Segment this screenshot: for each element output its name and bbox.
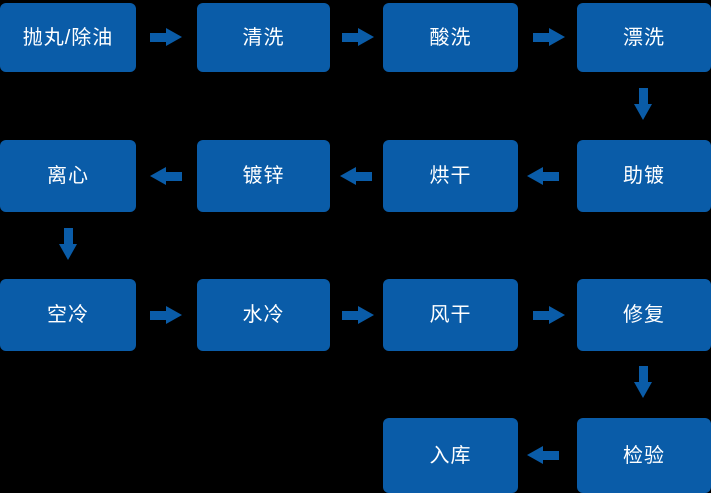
process-node-n12[interactable]: 修复 xyxy=(577,279,711,351)
arrow-head xyxy=(59,244,77,260)
process-node-n6[interactable]: 烘干 xyxy=(383,140,518,212)
arrow-head xyxy=(549,28,565,46)
arrow-head xyxy=(166,306,182,324)
arrow-head xyxy=(150,167,166,185)
arrow-head xyxy=(549,306,565,324)
arrow-shaft xyxy=(64,228,73,246)
arrow-head xyxy=(358,28,374,46)
arrow-head xyxy=(634,104,652,120)
process-node-n8[interactable]: 离心 xyxy=(0,140,136,212)
process-node-label: 离心 xyxy=(47,165,89,187)
process-node-label: 风干 xyxy=(429,304,472,326)
arrow-shaft xyxy=(533,311,551,320)
arrow-head xyxy=(634,382,652,398)
arrow-head xyxy=(527,167,543,185)
arrow-shaft xyxy=(639,366,648,384)
process-node-label: 烘干 xyxy=(429,165,472,187)
arrow-down-icon xyxy=(634,366,653,398)
process-node-n4[interactable]: 漂洗 xyxy=(577,3,711,72)
arrow-right-icon xyxy=(533,306,565,325)
arrow-shaft xyxy=(342,33,360,42)
arrow-right-icon xyxy=(150,306,182,325)
process-node-label: 空冷 xyxy=(47,304,89,326)
arrow-right-icon xyxy=(533,28,565,47)
arrow-shaft xyxy=(150,311,168,320)
process-node-n1[interactable]: 抛丸/除油 xyxy=(0,3,136,72)
process-node-n3[interactable]: 酸洗 xyxy=(383,3,518,72)
arrow-shaft xyxy=(541,172,559,181)
arrow-left-icon xyxy=(150,167,182,186)
process-node-n10[interactable]: 水冷 xyxy=(197,279,330,351)
process-node-label: 水冷 xyxy=(242,304,285,326)
arrow-right-icon xyxy=(342,28,374,47)
process-node-n7[interactable]: 镀锌 xyxy=(197,140,330,212)
process-node-n14[interactable]: 入库 xyxy=(383,418,518,493)
arrow-right-icon xyxy=(342,306,374,325)
process-node-label: 入库 xyxy=(429,444,472,467)
arrow-head xyxy=(340,167,356,185)
arrow-shaft xyxy=(541,451,559,460)
arrow-left-icon xyxy=(527,446,559,465)
arrow-shaft xyxy=(639,88,648,106)
process-node-label: 检验 xyxy=(623,444,665,467)
process-node-label: 漂洗 xyxy=(623,26,665,49)
process-node-n2[interactable]: 清洗 xyxy=(197,3,330,72)
arrow-down-icon xyxy=(634,88,653,120)
arrow-down-icon xyxy=(59,228,78,260)
process-node-label: 镀锌 xyxy=(242,165,285,187)
arrow-right-icon xyxy=(150,28,182,47)
arrow-shaft xyxy=(354,172,372,181)
arrow-shaft xyxy=(150,33,168,42)
arrow-shaft xyxy=(164,172,182,181)
process-node-label: 酸洗 xyxy=(429,26,472,49)
arrow-left-icon xyxy=(340,167,372,186)
process-node-n11[interactable]: 风干 xyxy=(383,279,518,351)
process-node-label: 清洗 xyxy=(242,26,285,49)
process-node-label: 抛丸/除油 xyxy=(22,26,114,49)
arrow-shaft xyxy=(342,311,360,320)
process-node-n5[interactable]: 助镀 xyxy=(577,140,711,212)
arrow-head xyxy=(358,306,374,324)
process-node-n13[interactable]: 检验 xyxy=(577,418,711,493)
process-node-label: 修复 xyxy=(623,304,665,326)
arrow-head xyxy=(166,28,182,46)
arrow-shaft xyxy=(533,33,551,42)
process-node-label: 助镀 xyxy=(623,165,665,187)
arrow-left-icon xyxy=(527,167,559,186)
process-node-n9[interactable]: 空冷 xyxy=(0,279,136,351)
arrow-head xyxy=(527,446,543,464)
